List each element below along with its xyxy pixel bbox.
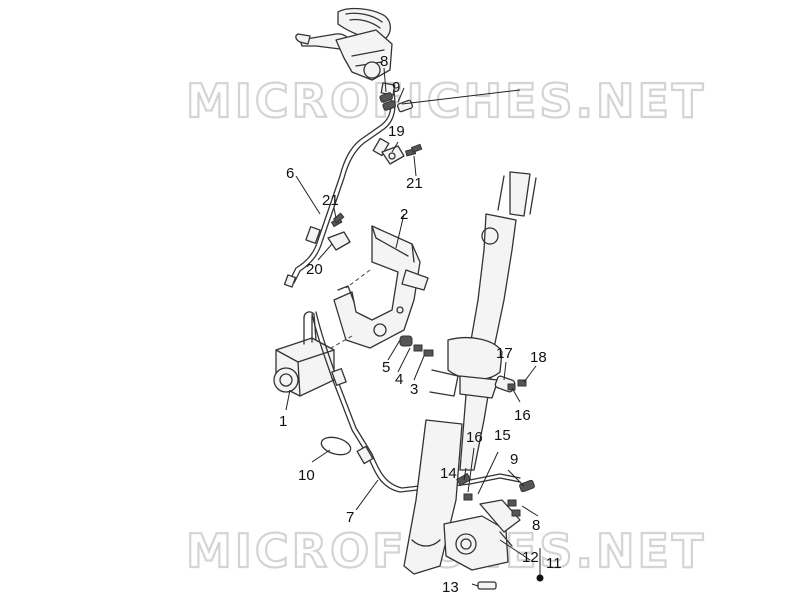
screw-21b — [332, 212, 345, 224]
brake-caliper — [443, 499, 521, 571]
screw-18 — [517, 379, 527, 387]
hose-clamp — [320, 436, 352, 456]
washer-16a — [507, 383, 516, 391]
lower-brake-hose — [311, 311, 521, 493]
callout-15: 15 — [494, 427, 511, 444]
washer-16b — [463, 493, 473, 501]
callout-9-bottom: 9 — [510, 451, 518, 468]
callout-18: 18 — [530, 349, 547, 366]
abs-control-unit — [273, 311, 335, 397]
callout-10: 10 — [298, 467, 315, 484]
callout-13: 13 — [442, 579, 459, 596]
callout-16-right: 16 — [514, 407, 531, 424]
callout-4: 4 — [395, 371, 403, 388]
callout-9-top: 9 — [392, 79, 400, 96]
dash-guide-1 — [345, 269, 371, 289]
screw-21a — [410, 143, 423, 153]
callout-14: 14 — [440, 465, 457, 482]
washer-8b-2 — [511, 509, 521, 517]
callout-1: 1 — [279, 413, 287, 430]
front-fork-leg — [403, 171, 537, 575]
callout-7: 7 — [346, 509, 354, 526]
brake-lever-master-cylinder — [295, 7, 393, 81]
callout-3: 3 — [410, 381, 418, 398]
grommet — [399, 335, 413, 347]
washer-8b-1 — [507, 499, 517, 507]
hose-clip-upper — [381, 145, 417, 165]
callout-11: 11 — [546, 555, 562, 572]
caliper-bolt-13 — [477, 581, 497, 590]
callout-5: 5 — [382, 359, 390, 376]
callout-labels: 1 2 3 4 5 6 7 8 8 9 9 10 11 12 13 14 15 … — [279, 53, 562, 596]
callout-12: 12 — [522, 549, 539, 566]
watermark-top: MICROFICHES.NET — [186, 74, 706, 128]
bolt-3 — [423, 349, 434, 357]
callout-21-left: 21 — [322, 192, 339, 209]
callout-21-right: 21 — [406, 175, 423, 192]
callout-16-left: 16 — [466, 429, 483, 446]
callout-6: 6 — [286, 165, 294, 182]
assembly-dot — [536, 574, 544, 582]
dash-guide-2 — [323, 335, 353, 353]
callout-8-bottom: 8 — [532, 517, 540, 534]
callout-8-top: 8 — [380, 53, 388, 70]
spacer — [413, 344, 423, 352]
callout-17: 17 — [496, 345, 513, 362]
abs-bracket — [333, 225, 429, 349]
banjo-bolt-9b — [519, 479, 535, 493]
callout-20: 20 — [306, 261, 323, 278]
leader-lines — [285, 67, 541, 587]
callout-2: 2 — [400, 206, 408, 223]
callout-19: 19 — [388, 123, 405, 140]
upper-brake-hose — [283, 82, 396, 288]
